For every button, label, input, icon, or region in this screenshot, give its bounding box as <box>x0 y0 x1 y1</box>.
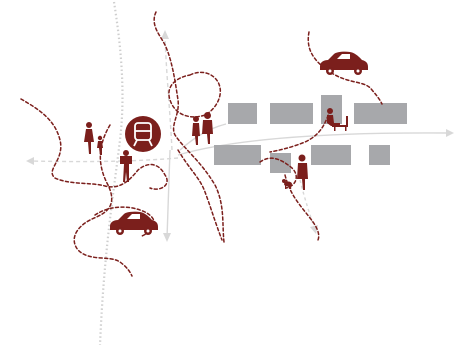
building-block <box>311 145 351 165</box>
car-hubcap <box>147 230 150 233</box>
person-icon <box>97 136 103 155</box>
building-block <box>369 145 390 165</box>
building-block <box>354 103 407 124</box>
person-head <box>299 155 306 162</box>
person-body <box>192 123 200 145</box>
car-hubcap <box>119 230 122 233</box>
person-icon <box>84 122 94 154</box>
person-icon <box>120 150 132 182</box>
dog-leg <box>285 185 286 189</box>
person-legs <box>123 164 129 182</box>
route-center-loop <box>74 125 132 276</box>
building-block <box>228 103 257 124</box>
person-body <box>84 129 94 154</box>
person-icon <box>192 116 200 145</box>
arrow-west <box>30 158 178 162</box>
car-icon <box>110 212 158 235</box>
dog-head <box>282 179 286 183</box>
movement-routes <box>21 12 382 276</box>
person-head <box>98 136 102 140</box>
route-center-north <box>154 12 224 242</box>
car-hubcap <box>329 70 332 73</box>
bench-leg <box>345 127 347 131</box>
train-stop <box>125 116 161 152</box>
building-block <box>214 145 261 165</box>
car-icon <box>320 52 368 75</box>
arrowhead-east <box>446 129 454 137</box>
person-icon <box>202 112 213 144</box>
car-hubcap <box>357 70 360 73</box>
arrow-south <box>167 150 170 238</box>
person-head <box>327 108 333 114</box>
person-head <box>193 116 199 122</box>
person-body <box>297 163 308 190</box>
person-sign <box>120 156 132 164</box>
building-block <box>270 103 313 124</box>
bench-leg <box>334 127 336 131</box>
person-body <box>202 120 213 144</box>
bench-back <box>346 116 348 127</box>
person-head <box>123 150 129 156</box>
train-stop-circle <box>125 116 161 152</box>
dog-leg <box>290 185 291 189</box>
person-head <box>204 112 211 119</box>
building-block <box>270 153 291 173</box>
bench-seat <box>332 125 348 127</box>
route-upper-loop <box>169 72 220 117</box>
person-icon <box>297 155 308 191</box>
arrowhead-south <box>163 233 171 242</box>
person-head <box>86 122 92 128</box>
person-body <box>97 141 103 155</box>
arrowhead-north <box>161 30 169 39</box>
arrowhead-west <box>26 157 34 165</box>
